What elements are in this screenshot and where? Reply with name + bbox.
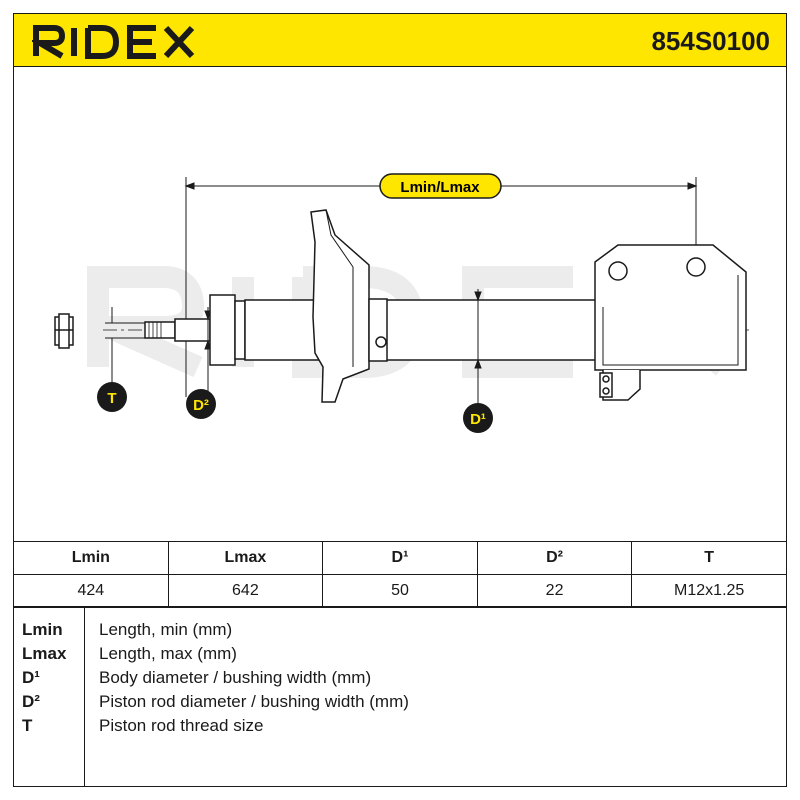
spring-seat — [310, 209, 388, 403]
legend-desc: Body diameter / bushing width (mm) — [99, 668, 372, 687]
legend-abbr: Lmax — [22, 644, 67, 663]
legend-abbr: T — [22, 716, 33, 735]
header-d1: D¹ — [322, 541, 478, 575]
body-cap — [209, 294, 246, 366]
table-row: 424 642 50 22 M12x1.25 — [13, 574, 787, 608]
legend-desc: Length, max (mm) — [99, 644, 237, 663]
header-bar: 854S0100 — [13, 13, 787, 67]
body-diameter-dimension — [474, 291, 482, 405]
legend-abbr: D² — [22, 692, 40, 711]
mounting-bracket — [594, 244, 747, 401]
value-t: M12x1.25 — [631, 574, 787, 608]
value-lmin: 424 — [13, 574, 169, 608]
value-d2: 22 — [476, 574, 633, 608]
svg-text:D²: D² — [193, 397, 209, 414]
legend-abbr: D¹ — [22, 668, 40, 687]
legend-abbr: Lmin — [22, 620, 63, 639]
legend-box: Lmin Length, min (mm) Lmax Length, max (… — [13, 606, 787, 787]
dimension-label-badge: Lmin/Lmax — [379, 173, 502, 199]
specification-table: Lmin Lmax D¹ D² T 424 642 50 22 M12x1.25 — [13, 541, 787, 608]
ridex-logo — [32, 25, 195, 59]
badge-d1: D¹ — [463, 403, 493, 433]
header-lmax: Lmax — [167, 541, 324, 575]
svg-text:Lmin/Lmax: Lmin/Lmax — [400, 179, 480, 196]
nut-icon — [54, 313, 74, 349]
strut-body — [244, 289, 606, 412]
header-d2: D² — [476, 541, 633, 575]
table-header-row: Lmin Lmax D¹ D² T — [13, 541, 787, 575]
legend-desc: Piston rod thread size — [99, 716, 264, 735]
thread-dimension — [105, 307, 145, 385]
technical-drawing: Lmin/Lmax T — [13, 67, 787, 542]
header-lmin: Lmin — [13, 541, 169, 575]
legend-divider — [84, 607, 85, 786]
piston-rod — [144, 318, 211, 342]
badge-d2: D² — [186, 389, 216, 419]
legend-desc: Length, min (mm) — [99, 620, 233, 639]
shock-absorber-diagram: Lmin/Lmax T — [54, 173, 753, 433]
badge-t: T — [97, 382, 127, 412]
value-d1: 50 — [322, 574, 478, 608]
svg-text:T: T — [107, 390, 116, 407]
legend-desc: Piston rod diameter / bushing width (mm) — [99, 692, 409, 711]
svg-text:D¹: D¹ — [470, 411, 486, 428]
value-lmax: 642 — [167, 574, 324, 608]
part-number: 854S0100 — [651, 26, 770, 56]
header-t: T — [631, 541, 787, 575]
